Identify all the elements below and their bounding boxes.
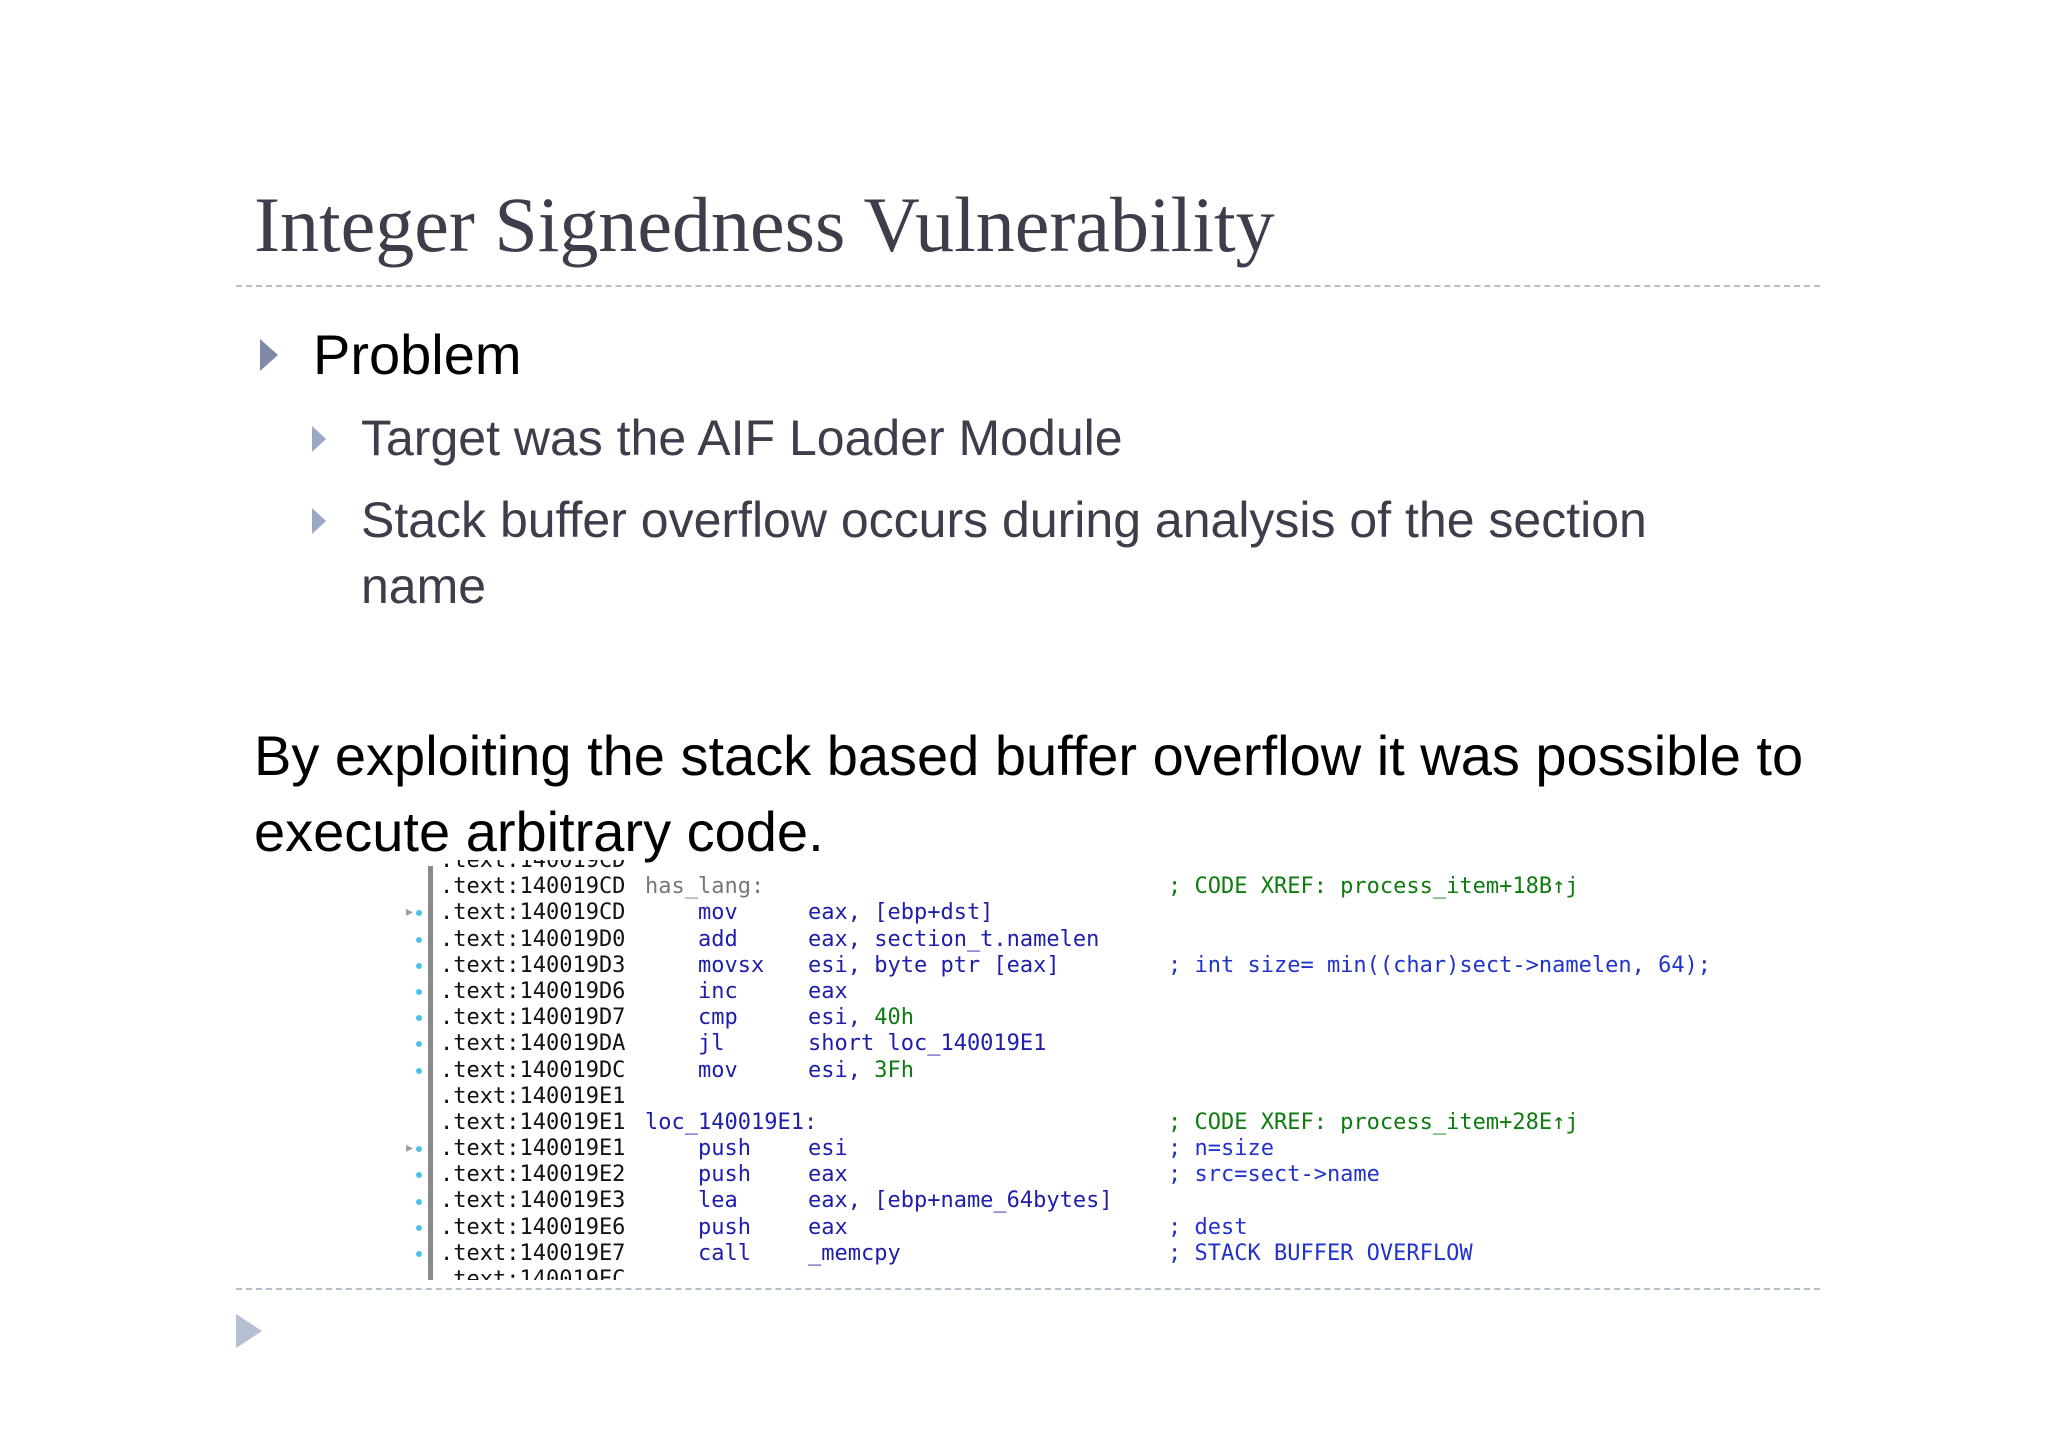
code-mnemonic: add xyxy=(698,926,738,952)
code-operand: esi xyxy=(808,1136,848,1162)
code-operand: eax, [ebp+name_64bytes] xyxy=(808,1188,1113,1214)
breakpoint-dot-icon[interactable] xyxy=(416,989,422,995)
code-operand: esi, byte ptr [eax] xyxy=(808,952,1060,978)
code-operand: eax, [ebp+dst] xyxy=(808,900,994,926)
code-mnemonic: lea xyxy=(698,1188,738,1214)
code-label: has_lang: xyxy=(645,874,765,900)
code-comment: ; STACK BUFFER OVERFLOW xyxy=(1168,1240,1473,1266)
breakpoint-dot-icon[interactable] xyxy=(416,1172,422,1179)
jump-target-arrow-icon: ▸ xyxy=(406,904,414,921)
code-immediate: 40h xyxy=(874,1005,914,1031)
code-address: .text:140019E2 xyxy=(440,1162,626,1188)
code-comment: ; int size= min((char)sect->namelen, 64)… xyxy=(1168,952,1712,978)
breakpoint-dot-icon[interactable] xyxy=(416,1198,422,1205)
breakpoint-dot-icon[interactable] xyxy=(416,910,422,917)
code-mnemonic: push xyxy=(698,1214,751,1240)
listing-gutter-bar xyxy=(428,866,433,1280)
code-mnemonic: cmp xyxy=(698,1005,738,1031)
breakpoint-dot-icon[interactable] xyxy=(416,936,422,943)
code-mnemonic: call xyxy=(698,1240,751,1266)
bullet-arrow-icon xyxy=(312,426,326,452)
code-address: .text:140019CD xyxy=(440,900,626,926)
code-operand: esi, 3Fh xyxy=(808,1057,914,1083)
code-operand: _memcpy xyxy=(808,1240,901,1266)
code-comment: ; src=sect->name xyxy=(1168,1162,1380,1188)
code-label: loc_140019E1: xyxy=(645,1109,818,1135)
code-comment: ; CODE XREF: process_item+18B↑j xyxy=(1168,874,1579,900)
code-mnemonic: push xyxy=(698,1136,751,1162)
code-operand: short loc_140019E1 xyxy=(808,1031,1047,1057)
breakpoint-dot-icon[interactable] xyxy=(416,1041,422,1048)
code-operand: eax xyxy=(808,1162,848,1188)
breakpoint-dot-icon[interactable] xyxy=(416,962,422,969)
breakpoint-dot-icon[interactable] xyxy=(416,1067,422,1074)
code-address: .text:140019DA xyxy=(440,1031,626,1057)
code-comment: ; dest xyxy=(1168,1214,1248,1240)
code-address: .text:140019E1 xyxy=(440,1109,626,1135)
bullet-arrow-icon xyxy=(260,339,278,371)
code-comment: ; CODE XREF: process_item+28E↑j xyxy=(1168,1109,1579,1135)
code-operand: eax xyxy=(808,1214,848,1240)
code-address: .text:140019E1 xyxy=(440,1136,626,1162)
code-address: .text:140019E7 xyxy=(440,1240,626,1266)
subbullet-text: Target was the AIF Loader Module xyxy=(361,410,1123,466)
code-address: .text:140019EC xyxy=(440,1267,626,1280)
code-mnemonic: inc xyxy=(698,978,738,1004)
title-divider xyxy=(236,285,1820,287)
code-address: .text:140019E6 xyxy=(440,1214,626,1240)
subbullet-target: Target was the AIF Loader Module xyxy=(312,405,1123,471)
code-mnemonic: mov xyxy=(698,1057,738,1083)
bullet-text: Problem xyxy=(313,323,522,386)
footer-divider xyxy=(236,1288,1820,1290)
subbullet-text: Stack buffer overflow occurs during anal… xyxy=(361,492,1647,614)
code-mnemonic: movsx xyxy=(698,952,765,978)
code-operand: eax xyxy=(808,978,848,1004)
code-address: .text:140019D7 xyxy=(440,1005,626,1031)
next-slide-arrow-icon[interactable] xyxy=(236,1314,262,1348)
code-mnemonic: push xyxy=(698,1162,751,1188)
code-mnemonic: jl xyxy=(698,1031,725,1057)
code-address: .text:140019CD xyxy=(440,874,626,900)
code-address: .text:140019D3 xyxy=(440,952,626,978)
breakpoint-dot-icon[interactable] xyxy=(416,1224,422,1231)
code-operand: esi, 40h xyxy=(808,1005,914,1031)
code-address: .text:140019E3 xyxy=(440,1188,626,1214)
code-mnemonic: mov xyxy=(698,900,738,926)
subbullet-overflow: Stack buffer overflow occurs during anal… xyxy=(312,487,1761,619)
code-immediate: 3Fh xyxy=(874,1057,914,1083)
code-address: .text:140019D6 xyxy=(440,978,626,1004)
code-comment: ; n=size xyxy=(1168,1136,1274,1162)
code-operand: eax, section_t.namelen xyxy=(808,926,1100,952)
code-address: .text:140019DC xyxy=(440,1057,626,1083)
breakpoint-dot-icon[interactable] xyxy=(416,1015,422,1022)
breakpoint-dot-icon[interactable] xyxy=(416,1146,422,1153)
bullet-arrow-icon xyxy=(312,508,326,534)
code-address: .text:140019CD xyxy=(440,860,626,873)
code-address: .text:140019E1 xyxy=(440,1083,626,1109)
code-address: .text:140019D0 xyxy=(440,926,626,952)
slide-title: Integer Signedness Vulnerability xyxy=(254,181,1275,268)
summary-paragraph: By exploiting the stack based buffer ove… xyxy=(254,724,1804,863)
breakpoint-dot-icon[interactable] xyxy=(416,1251,422,1257)
bullet-problem: Problem xyxy=(260,320,522,390)
jump-target-arrow-icon: ▸ xyxy=(406,1140,414,1157)
